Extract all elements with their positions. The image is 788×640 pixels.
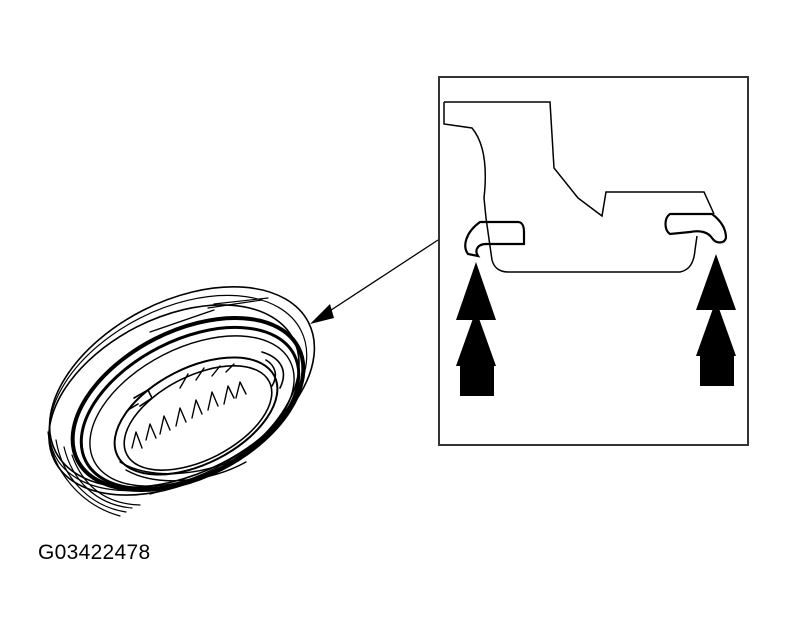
right-groove-hook <box>664 212 728 244</box>
seal-outer-rim-back <box>48 286 316 488</box>
leader-arrow <box>310 239 439 324</box>
detail-frame <box>438 76 749 446</box>
seal-profile-outline <box>443 102 698 273</box>
seal-lower-bevel <box>119 457 247 495</box>
cross-section-detail <box>438 76 749 446</box>
seal-edge-strokes <box>47 431 141 517</box>
leader-line <box>321 239 439 317</box>
seal-rim-hatch <box>149 297 269 333</box>
left-push-arrowhead-upper <box>456 262 496 320</box>
right-push-arrow-shaft <box>700 350 734 386</box>
right-push-arrow <box>696 254 736 386</box>
seal-ring <box>47 286 316 517</box>
seal-left-bracket <box>127 389 153 411</box>
seal-inner-bore <box>113 356 279 476</box>
left-push-arrow-shaft <box>460 360 494 396</box>
figure-id-label: G03422478 <box>38 541 151 564</box>
seal-outer-rim-front <box>48 304 300 496</box>
right-push-arrowhead-lower <box>696 300 736 356</box>
seal-lip-step <box>261 351 285 389</box>
right-push-arrowhead-upper <box>696 254 736 310</box>
seal-outer-rim-mid <box>48 294 308 492</box>
seal-inner-lip <box>123 365 273 471</box>
left-push-arrowhead-lower <box>456 310 496 366</box>
leader-arrowhead <box>310 304 334 324</box>
seal-garter-band-2 <box>79 325 301 491</box>
seal-garter-band-3 <box>89 335 295 487</box>
left-push-arrow <box>456 262 496 396</box>
seal-spring-teeth <box>131 363 247 449</box>
seal-profile-top <box>444 101 715 218</box>
left-groove-hook <box>464 220 526 258</box>
